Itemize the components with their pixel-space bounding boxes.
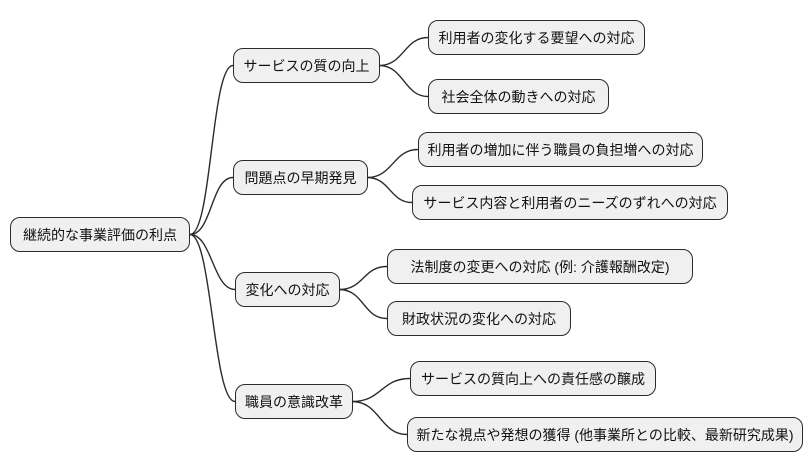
node-branch-service-quality: サービスの質の向上: [233, 48, 380, 83]
node-label: サービス内容と利用者のニーズのずれへの対応: [423, 194, 717, 211]
node-label: 財政状況の変化への対応: [402, 310, 556, 327]
edge-branch4-leaf2: [351, 400, 408, 436]
node-branch-staff-mindset-reform: 職員の意識改革: [235, 384, 353, 419]
edge-root-branch3: [189, 233, 236, 291]
edge-root-branch2: [189, 176, 234, 236]
edge-branch2-leaf2: [366, 176, 413, 204]
edge-branch3-leaf1: [338, 265, 388, 291]
edge-branch3-leaf2: [338, 288, 388, 320]
node-label: 新たな視点や発想の獲得 (他事業所との比較、最新研究成果): [416, 426, 794, 443]
edge-group: [189, 36, 429, 436]
node-leaf-responsibility-for-quality: サービスの質向上への責任感の醸成: [410, 361, 656, 396]
node-leaf-society-trends: 社会全体の動きへの対応: [428, 79, 609, 114]
node-label: 変化への対応: [245, 281, 330, 298]
node-label: 社会全体の動きへの対応: [441, 88, 596, 105]
node-leaf-new-perspectives: 新たな視点や発想の獲得 (他事業所との比較、最新研究成果): [407, 417, 803, 452]
node-label: 利用者の増加に伴う職員の負担増への対応: [427, 141, 694, 158]
edge-branch1-leaf1: [378, 36, 429, 67]
edge-branch2-leaf1: [366, 148, 419, 179]
node-root-label: 継続的な事業評価の利点: [23, 226, 177, 243]
node-leaf-service-needs-gap: サービス内容と利用者のニーズのずれへの対応: [412, 185, 728, 220]
node-label: 利用者の変化する要望への対応: [438, 29, 635, 46]
node-root: 継続的な事業評価の利点: [10, 217, 190, 252]
node-label: 問題点の早期発見: [244, 169, 357, 186]
node-leaf-financial-changes: 財政状況の変化への対応: [387, 301, 571, 336]
node-label: 法制度の変更への対応 (例: 介護報酬改定): [410, 258, 670, 275]
node-label: 職員の意識改革: [245, 393, 343, 410]
edge-root-branch4: [189, 233, 236, 403]
node-leaf-user-changing-needs: 利用者の変化する要望への対応: [428, 20, 645, 55]
edge-branch4-leaf1: [351, 377, 411, 403]
node-branch-early-problem-detection: 問題点の早期発見: [233, 160, 368, 195]
node-leaf-legal-changes: 法制度の変更への対応 (例: 介護報酬改定): [387, 249, 693, 284]
edge-root-branch1: [189, 64, 234, 236]
node-leaf-staff-burden: 利用者の増加に伴う職員の負担増への対応: [418, 132, 703, 167]
node-label: サービスの質向上への責任感の醸成: [421, 370, 645, 387]
node-branch-adapting-to-change: 変化への対応: [235, 272, 340, 307]
node-label: サービスの質の向上: [243, 57, 370, 74]
edge-branch1-leaf2: [378, 64, 429, 98]
